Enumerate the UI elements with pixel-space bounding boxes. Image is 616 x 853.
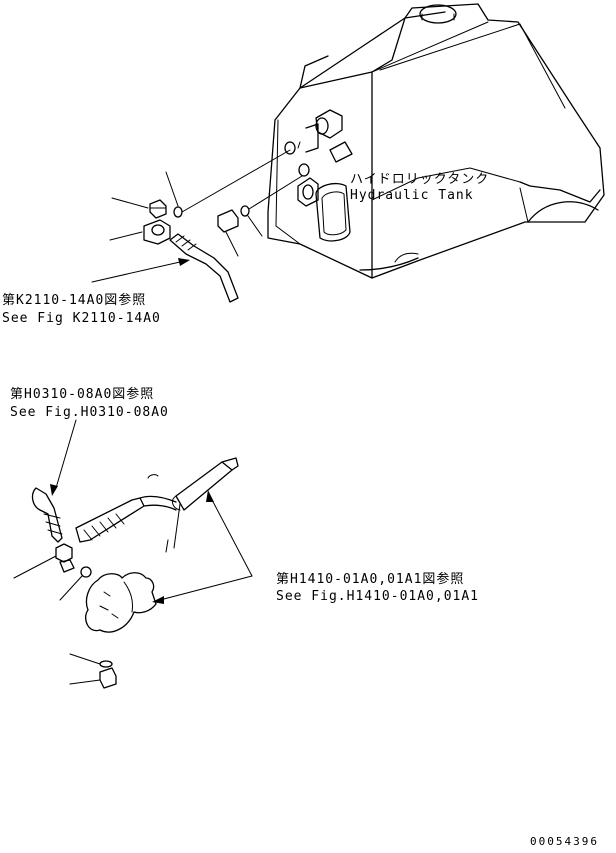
label-ref-k2110-jp: 第K2110-14A0図参照 [2,293,147,308]
lower-assembly [13,419,253,689]
label-ref-h1410-en: See Fig.H1410-01A0,01A1 [276,589,480,604]
label-ref-h1410-jp: 第H1410-01A0,01A1図参照 [276,572,465,587]
label-ref-h0310-en: See Fig.H0310-08A0 [10,405,169,420]
label-ref-k2110-en: See Fig K2110-14A0 [2,311,161,326]
upper-fittings [91,149,303,303]
hydraulic-tank [267,3,605,279]
label-ref-h0310-jp: 第H0310-08A0図参照 [10,387,155,402]
drawing-number: 00054396 [530,835,599,848]
label-hydraulic-tank-en: Hydraulic Tank [350,188,474,203]
label-hydraulic-tank-jp: ハイドロリックタンク [350,172,490,187]
